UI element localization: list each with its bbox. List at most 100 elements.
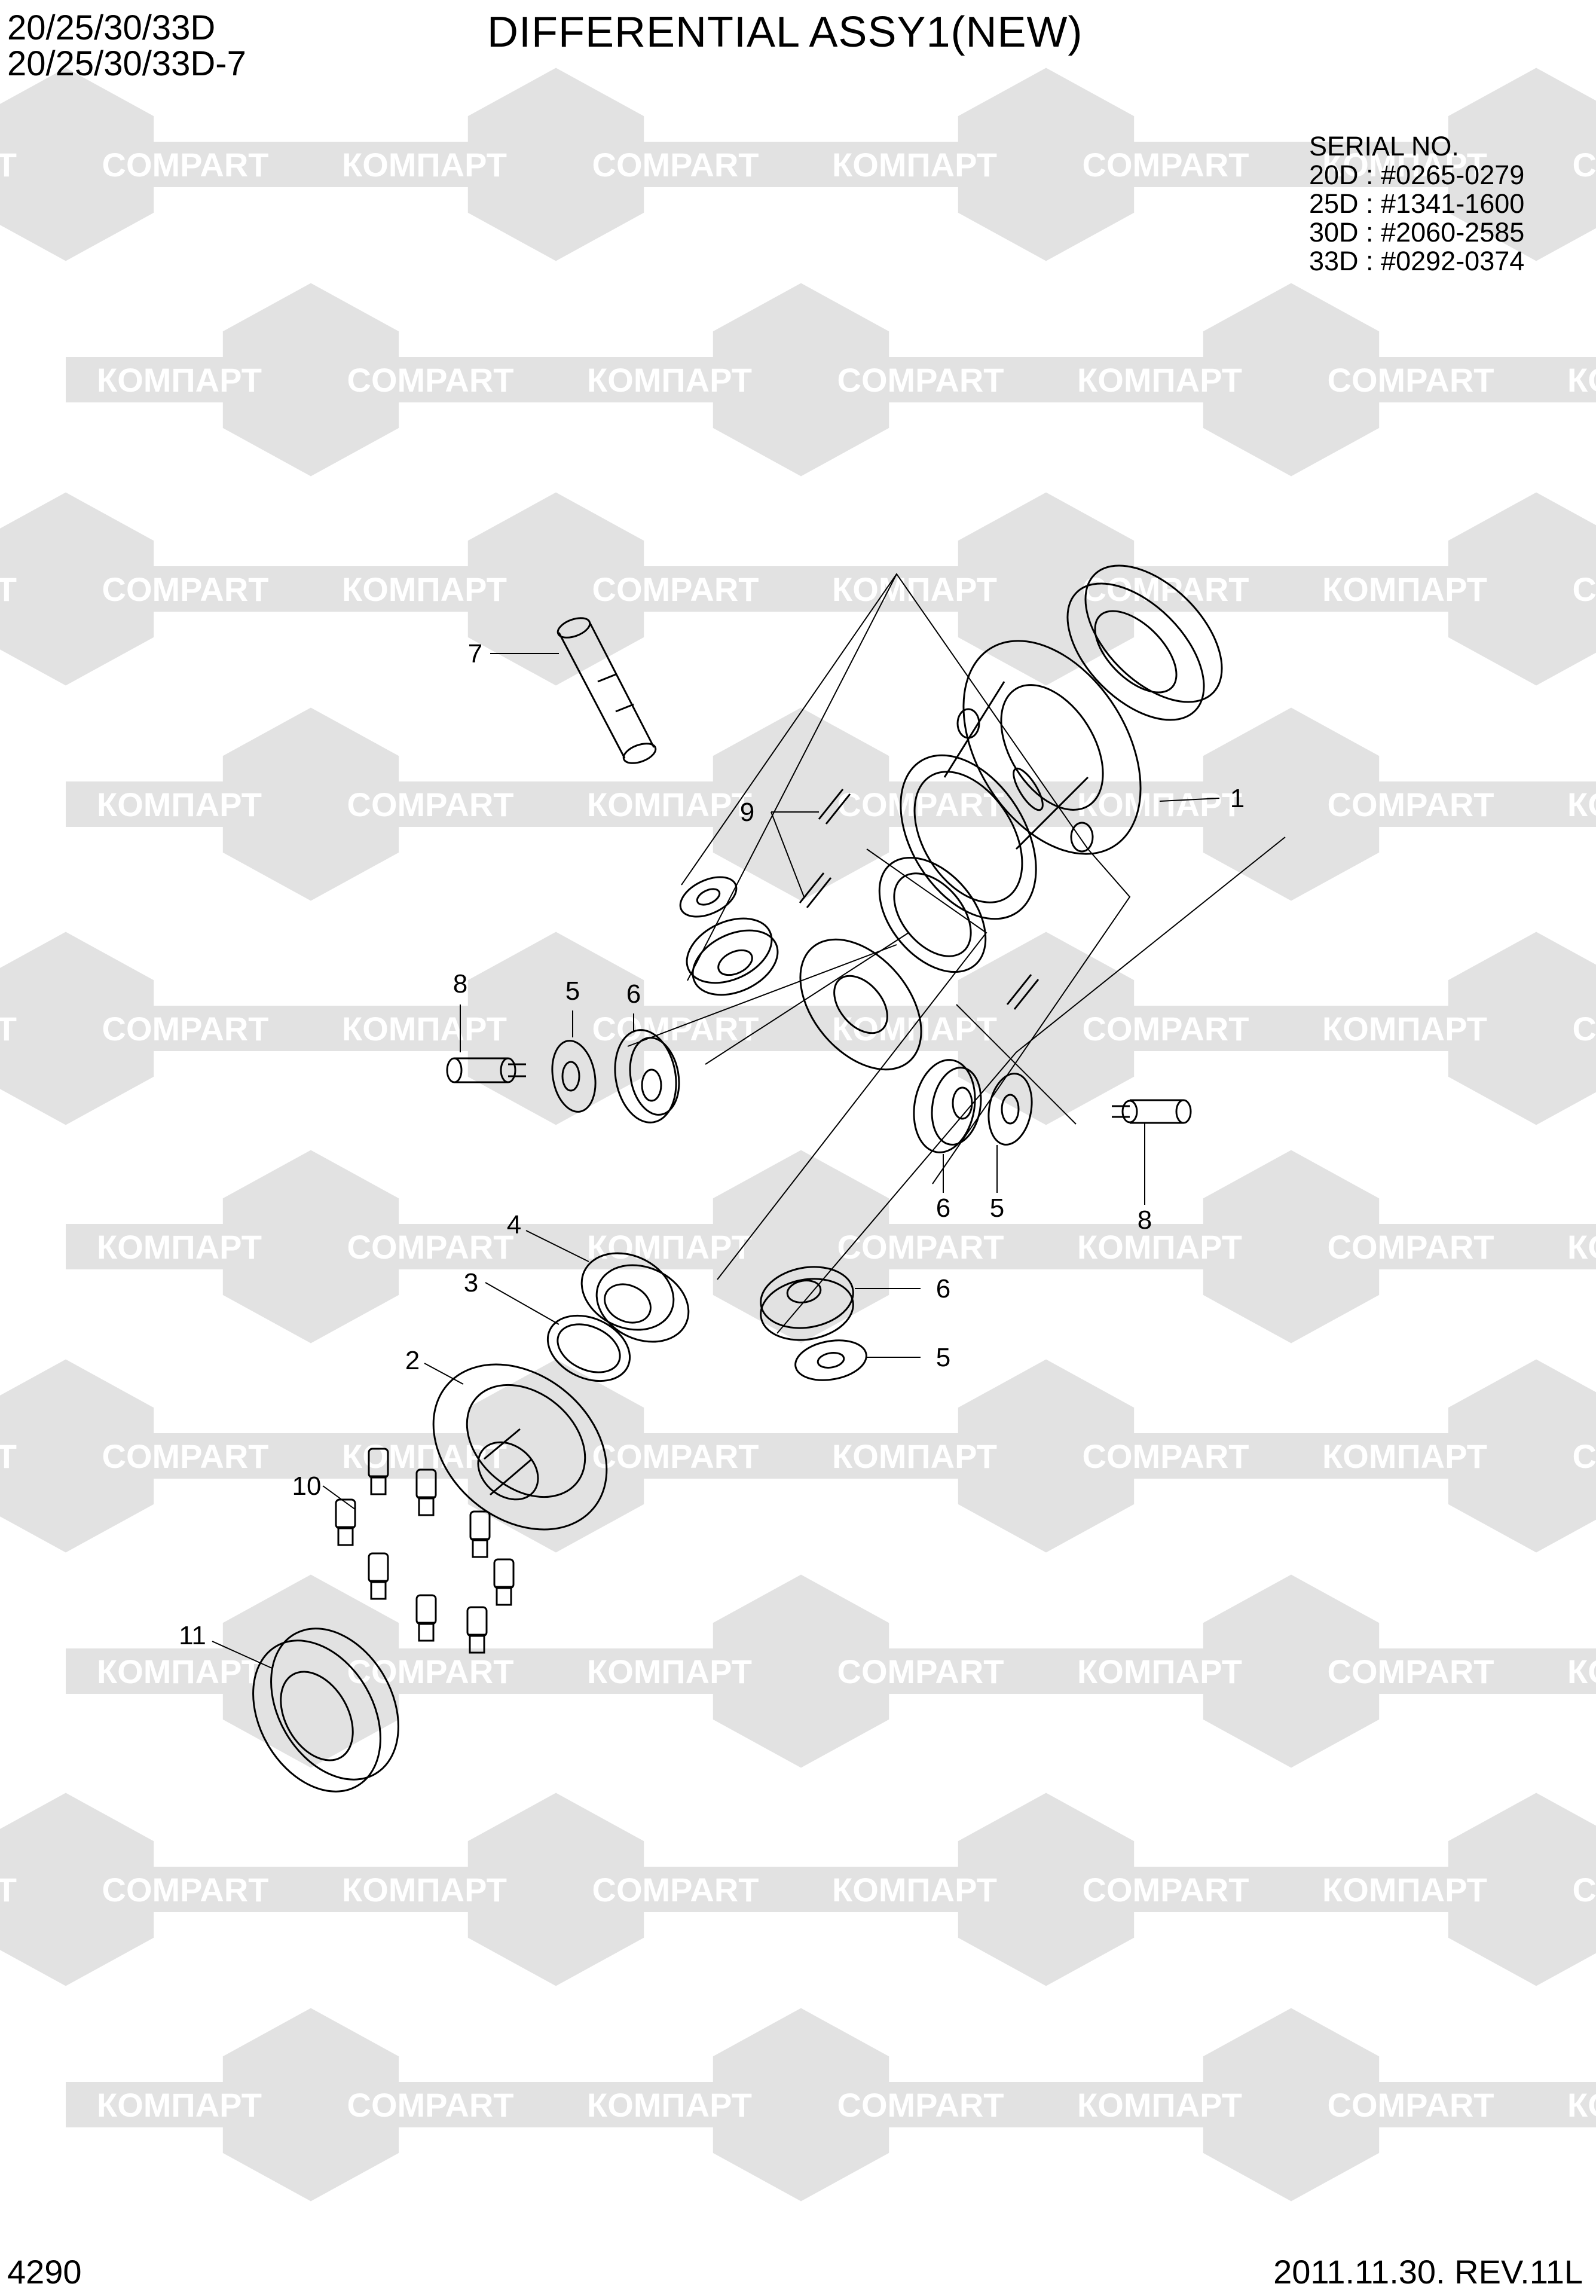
callout-6-right: 6 — [936, 1193, 950, 1223]
watermark-text-cyrillic: КОМПАРТ — [832, 1010, 997, 1048]
callout-3: 3 — [464, 1268, 478, 1297]
side-gear-lower — [580, 1252, 690, 1343]
washer-lower-right — [794, 1339, 867, 1381]
watermark-text-latin: COMPART — [837, 361, 1004, 399]
callout-leaders — [212, 653, 1220, 1669]
callout-11: 11 — [179, 1621, 206, 1650]
watermark-text-cyrillic: КОМПАРТ — [1322, 1871, 1487, 1909]
pinion-pin-left — [446, 1057, 526, 1083]
differential-case — [900, 640, 1142, 920]
watermark-text-cyrillic: КОМПАРТ — [587, 786, 752, 823]
watermark-text-cyrillic: КОМПАРТ — [0, 1437, 17, 1475]
watermark-text-cyrillic: КОМПАРТ — [0, 570, 17, 608]
watermark-tile: КОМПАРТ COMPART — [1291, 492, 1596, 686]
model-list-line-1: 20/25/30/33D — [7, 8, 216, 47]
watermark-text-latin: COMPART — [1083, 1010, 1249, 1048]
watermark-text-latin: COMPART — [1083, 146, 1249, 184]
watermark-text-latin: COMPART — [1573, 1010, 1596, 1048]
watermark-text-latin: COMPART — [1573, 570, 1596, 608]
thrust-washer — [546, 1314, 631, 1382]
side-gear-lower-right — [760, 1266, 854, 1341]
reference-lines — [627, 573, 1286, 1334]
revision-date: 2011.11.30. REV.11L — [1273, 2253, 1583, 2291]
watermark-text-latin: COMPART — [1328, 361, 1494, 399]
callout-7: 7 — [468, 639, 482, 668]
watermark-text-latin: COMPART — [347, 2086, 514, 2124]
callout-5-upper-left: 5 — [565, 976, 580, 1006]
watermark-text-latin: COMPART — [102, 1437, 269, 1475]
watermark-text-latin: COMPART — [837, 2086, 1004, 2124]
watermark-text-latin: COMPART — [1328, 1228, 1494, 1266]
watermark-text-latin: COMPART — [1573, 1871, 1596, 1909]
watermark-text-cyrillic: КОМПАРТ — [342, 570, 507, 608]
watermark-text-latin: COMPART — [102, 1010, 269, 1048]
callout-2: 2 — [405, 1346, 420, 1375]
case-cover — [432, 1363, 608, 1531]
watermark-text-latin: COMPART — [592, 146, 759, 184]
watermark-text-cyrillic: КОМПАРТ — [342, 1871, 507, 1909]
callout-5-lower-right: 5 — [936, 1343, 950, 1372]
watermark-text-cyrillic: КОМПАРТ — [1077, 2086, 1242, 2124]
watermark-text-cyrillic: КОМПАРТ — [0, 146, 17, 184]
watermark-text-cyrillic: КОМПАРТ — [1322, 570, 1487, 608]
callout-1: 1 — [1230, 784, 1245, 813]
bearing-top — [1066, 564, 1223, 721]
watermark-text-cyrillic: КОМПАРТ — [1322, 146, 1487, 184]
watermark-text-cyrillic: КОМПАРТ — [1077, 786, 1242, 823]
callout-labels: 1 7 9 8 5 6 6 5 8 4 3 6 5 2 10 11 — [179, 639, 1245, 1650]
callout-10: 10 — [292, 1471, 322, 1501]
callout-4: 4 — [507, 1210, 521, 1239]
watermark-tile: КОМПАРТ COMPART — [311, 492, 801, 686]
watermark-text-latin: COMPART — [592, 570, 759, 608]
spring-pins — [799, 789, 1039, 1010]
watermark-text-cyrillic: КОМПАРТ — [1322, 1010, 1487, 1048]
serial-line-25d: 25D : #1341-1600 — [1309, 188, 1525, 219]
watermark-tile: КОМПАРТ COMPART — [66, 707, 556, 901]
watermark-text-latin: COMPART — [592, 1871, 759, 1909]
serial-line-20d: 20D : #0265-0279 — [1309, 160, 1525, 190]
watermark-text-latin: COMPART — [837, 1228, 1004, 1266]
watermark-text-latin: COMPART — [1328, 786, 1494, 823]
pinion-gear-left — [614, 1029, 680, 1123]
callout-9: 9 — [740, 798, 754, 827]
watermark-text-latin: COMPART — [592, 1437, 759, 1475]
watermark-text-latin: COMPART — [102, 146, 269, 184]
watermark-tile: КОМПАРТ COMPART — [311, 1793, 801, 1986]
watermark-text-cyrillic: КОМПАРТ — [97, 786, 262, 823]
watermark-text-cyrillic: КОМПАРТ — [0, 1871, 17, 1909]
watermark-text-latin: COMPART — [837, 1653, 1004, 1690]
watermark-text-latin: COMPART — [1573, 146, 1596, 184]
watermark-text-cyrillic: КОМПАРТ — [832, 570, 997, 608]
watermark-text-latin: COMPART — [347, 786, 514, 823]
pinion-washer-right — [987, 1073, 1033, 1146]
watermark-text-cyrillic: КОМПАРТ — [342, 1010, 507, 1048]
watermark-text-cyrillic: КОМПАРТ — [587, 361, 752, 399]
watermark-tile: КОМПАРТ COMPART — [1291, 932, 1596, 1125]
watermark-text-cyrillic: КОМПАРТ — [1567, 1653, 1596, 1690]
watermark-text-latin: COMPART — [1083, 1437, 1249, 1475]
watermark-text-cyrillic: КОМПАРТ — [1567, 361, 1596, 399]
watermark-tile: КОМПАРТ COMPART — [1291, 1793, 1596, 1986]
